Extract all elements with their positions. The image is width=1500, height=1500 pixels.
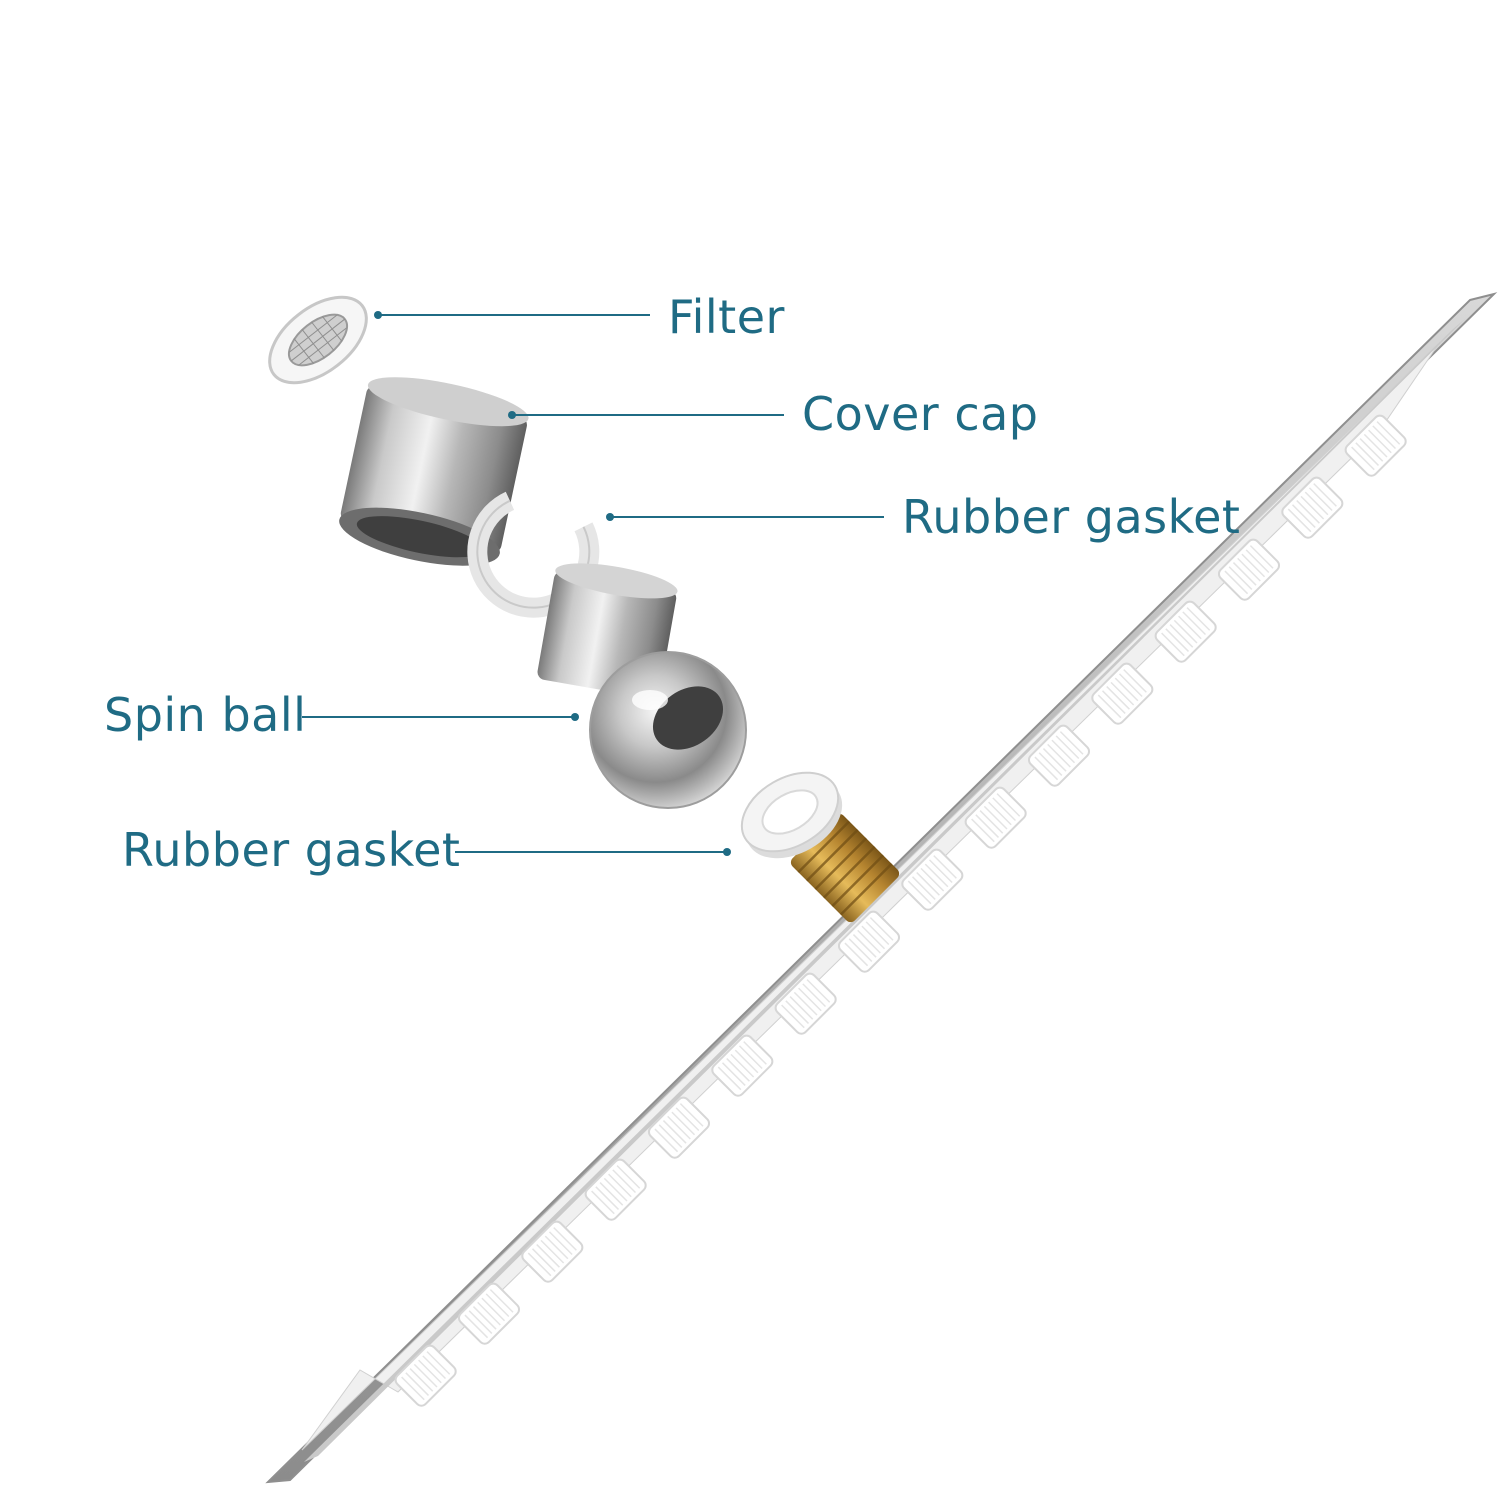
nozzle: [1154, 600, 1217, 663]
flat-gasket-icon: [740, 771, 843, 859]
spin-ball-icon: [537, 563, 747, 809]
cover-cap-icon: [339, 377, 529, 566]
nozzle: [1027, 724, 1091, 787]
nozzle: [584, 1158, 647, 1221]
label-filter: Filter: [668, 290, 785, 344]
nozzle-row: [394, 414, 1407, 1407]
leader-filter: [374, 311, 650, 319]
nozzle: [647, 1096, 711, 1159]
leader-rubber-gasket-top: [606, 513, 884, 521]
nozzle: [964, 786, 1027, 849]
leader-lines: [302, 311, 884, 856]
nozzle: [457, 1282, 521, 1345]
leader-rubber-gasket-bottom: [455, 848, 731, 856]
leader-cover-cap: [508, 411, 784, 419]
label-cover-cap: Cover cap: [802, 387, 1039, 441]
nozzle: [1091, 662, 1154, 725]
nozzle: [774, 972, 837, 1035]
nozzle: [1344, 414, 1407, 477]
label-rubber-gasket-top: Rubber gasket: [902, 490, 1241, 544]
leader-spin-ball: [302, 713, 579, 721]
label-rubber-gasket-bottom: Rubber gasket: [122, 823, 461, 877]
label-spin-ball: Spin ball: [104, 688, 307, 742]
nozzle: [711, 1034, 774, 1097]
nozzle: [521, 1220, 584, 1283]
nozzle: [901, 848, 964, 911]
filter-mesh-icon: [268, 295, 368, 385]
nozzle: [1217, 538, 1281, 601]
nozzle: [1281, 476, 1344, 539]
nozzle: [394, 1344, 457, 1407]
nozzle: [837, 910, 901, 973]
